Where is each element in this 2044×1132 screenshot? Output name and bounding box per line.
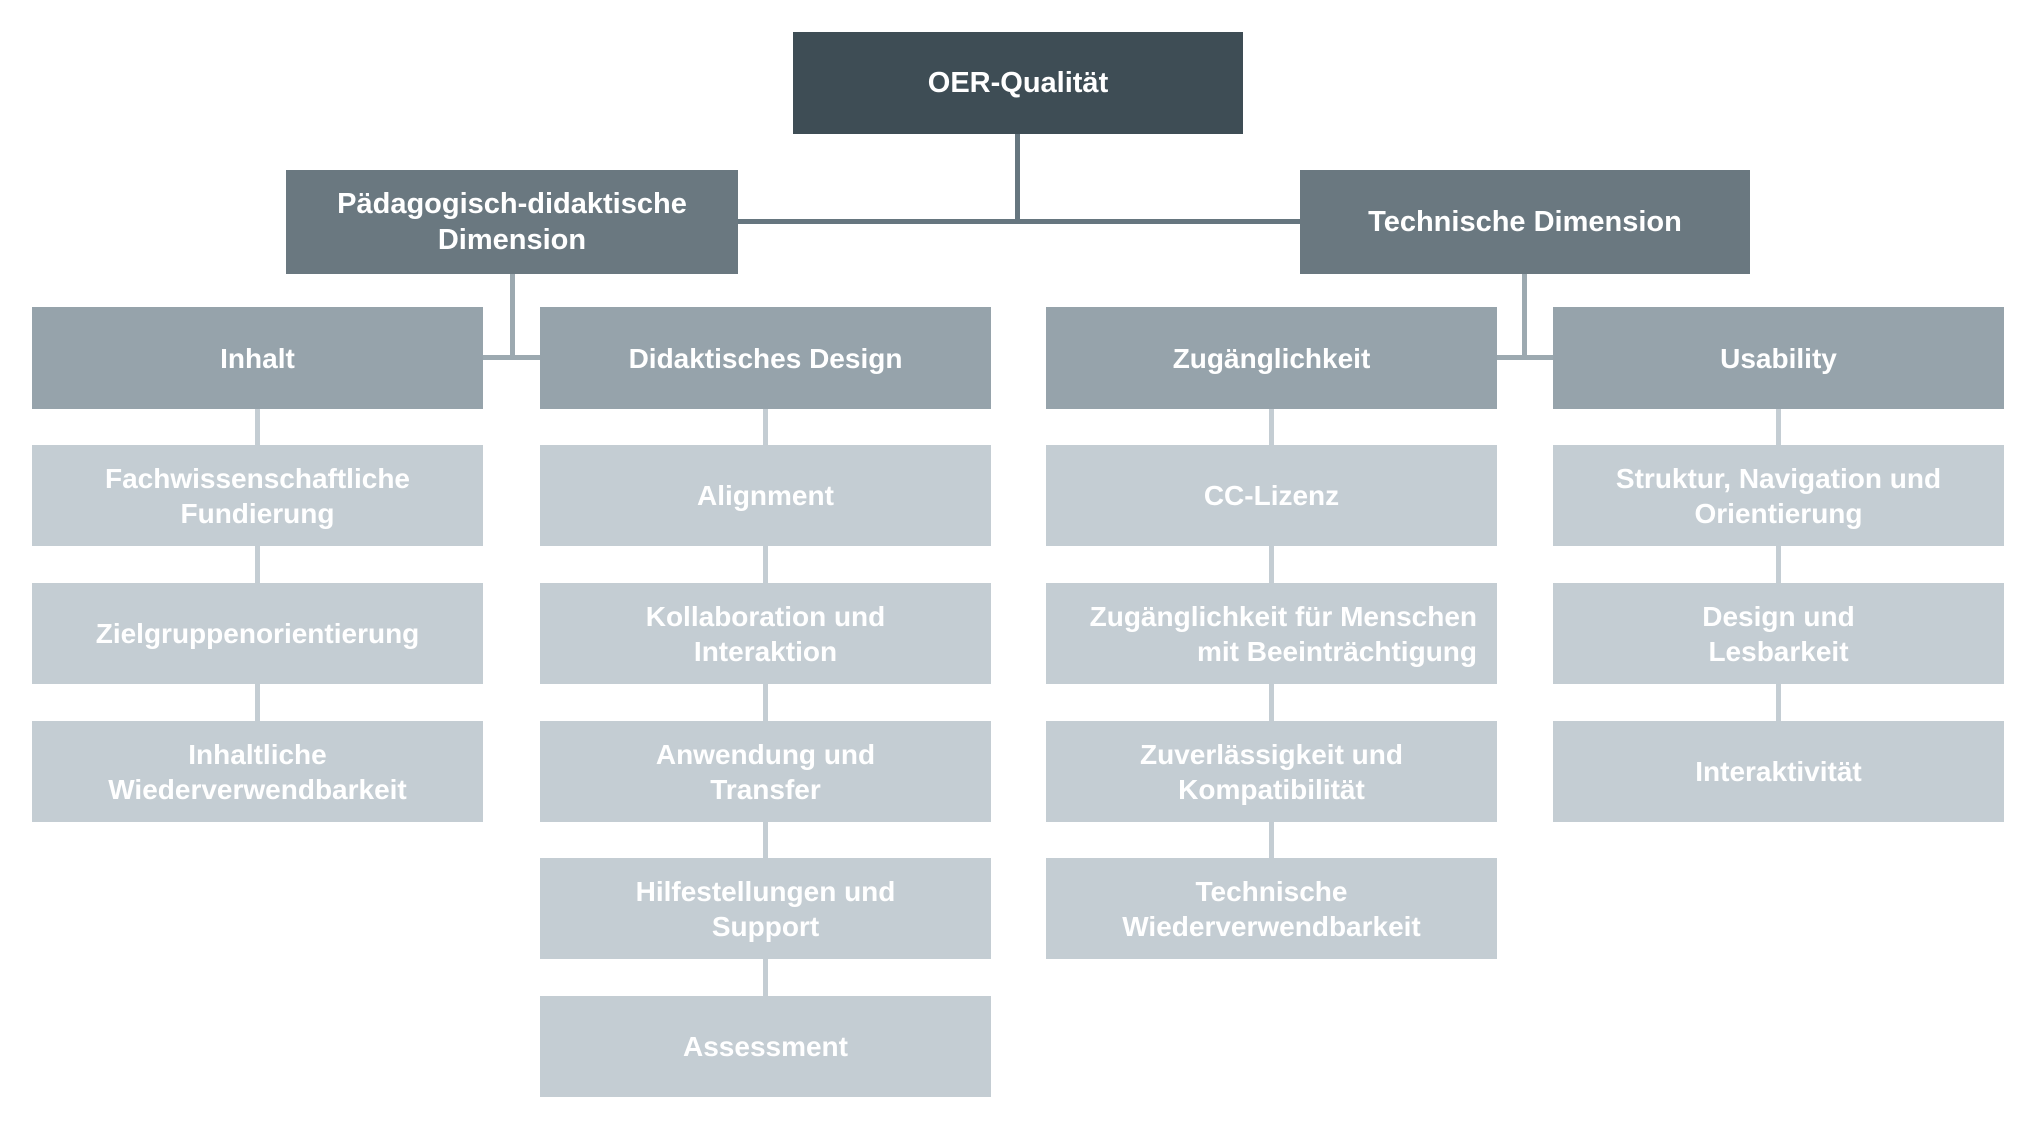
connector-right-cluster-horizontal xyxy=(1497,355,1555,360)
connector-right-cluster-vertical xyxy=(1522,274,1527,358)
connector-left-cluster-horizontal xyxy=(483,355,542,360)
connector-col3-gap1 xyxy=(1269,409,1274,445)
connector-left-cluster-vertical xyxy=(510,274,515,358)
node-header-didaktisches-design: Didaktisches Design xyxy=(540,307,991,409)
node-paedagogisch-didaktische-dimension: Pädagogisch-didaktische Dimension xyxy=(286,170,738,274)
node-item-kollaboration-und-interaktion: Kollaboration und Interaktion xyxy=(540,583,991,684)
connector-dimensions-horizontal xyxy=(736,219,1302,224)
node-header-usability: Usability xyxy=(1553,307,2004,409)
connector-col1-gap1 xyxy=(255,409,260,445)
connector-col1-gap3 xyxy=(255,684,260,721)
node-item-assessment: Assessment xyxy=(540,996,991,1097)
node-header-inhalt: Inhalt xyxy=(32,307,483,409)
connector-col3-gap4 xyxy=(1269,822,1274,858)
connector-col2-gap4 xyxy=(763,822,768,858)
node-header-zugaenglichkeit: Zugänglichkeit xyxy=(1046,307,1497,409)
node-item-zielgruppenorientierung: Zielgruppenorientierung xyxy=(32,583,483,684)
node-item-struktur-navigation-orientierung: Struktur, Navigation und Orientierung xyxy=(1553,445,2004,546)
node-technische-dimension: Technische Dimension xyxy=(1300,170,1750,274)
connector-col2-gap3 xyxy=(763,684,768,721)
node-item-fachwissenschaftliche-fundierung: Fachwissenschaftliche Fundierung xyxy=(32,445,483,546)
node-item-anwendung-und-transfer: Anwendung und Transfer xyxy=(540,721,991,822)
node-item-alignment: Alignment xyxy=(540,445,991,546)
connector-col1-gap2 xyxy=(255,546,260,583)
connector-col2-gap2 xyxy=(763,546,768,583)
node-item-cc-lizenz: CC-Lizenz xyxy=(1046,445,1497,546)
node-oer-qualitaet: OER-Qualität xyxy=(793,32,1243,134)
connector-col2-gap1 xyxy=(763,409,768,445)
connector-root-vertical xyxy=(1015,134,1020,222)
connector-col4-gap1 xyxy=(1776,409,1781,445)
node-item-zuverlaessigkeit-und-kompatibilitaet: Zuverlässigkeit und Kompatibilität xyxy=(1046,721,1497,822)
connector-col3-gap2 xyxy=(1269,546,1274,583)
node-item-interaktivitaet: Interaktivität xyxy=(1553,721,2004,822)
node-item-design-und-lesbarkeit: Design und Lesbarkeit xyxy=(1553,583,2004,684)
connector-col2-gap5 xyxy=(763,959,768,996)
node-item-inhaltliche-wiederverwendbarkeit: Inhaltliche Wiederverwendbarkeit xyxy=(32,721,483,822)
connector-col4-gap2 xyxy=(1776,546,1781,583)
connector-col4-gap3 xyxy=(1776,684,1781,721)
node-item-technische-wiederverwendbarkeit: Technische Wiederverwendbarkeit xyxy=(1046,858,1497,959)
node-item-zugaenglichkeit-fuer-menschen: Zugänglichkeit für Menschen mit Beeinträ… xyxy=(1046,583,1497,684)
connector-col3-gap3 xyxy=(1269,684,1274,721)
node-item-hilfestellungen-und-support: Hilfestellungen und Support xyxy=(540,858,991,959)
